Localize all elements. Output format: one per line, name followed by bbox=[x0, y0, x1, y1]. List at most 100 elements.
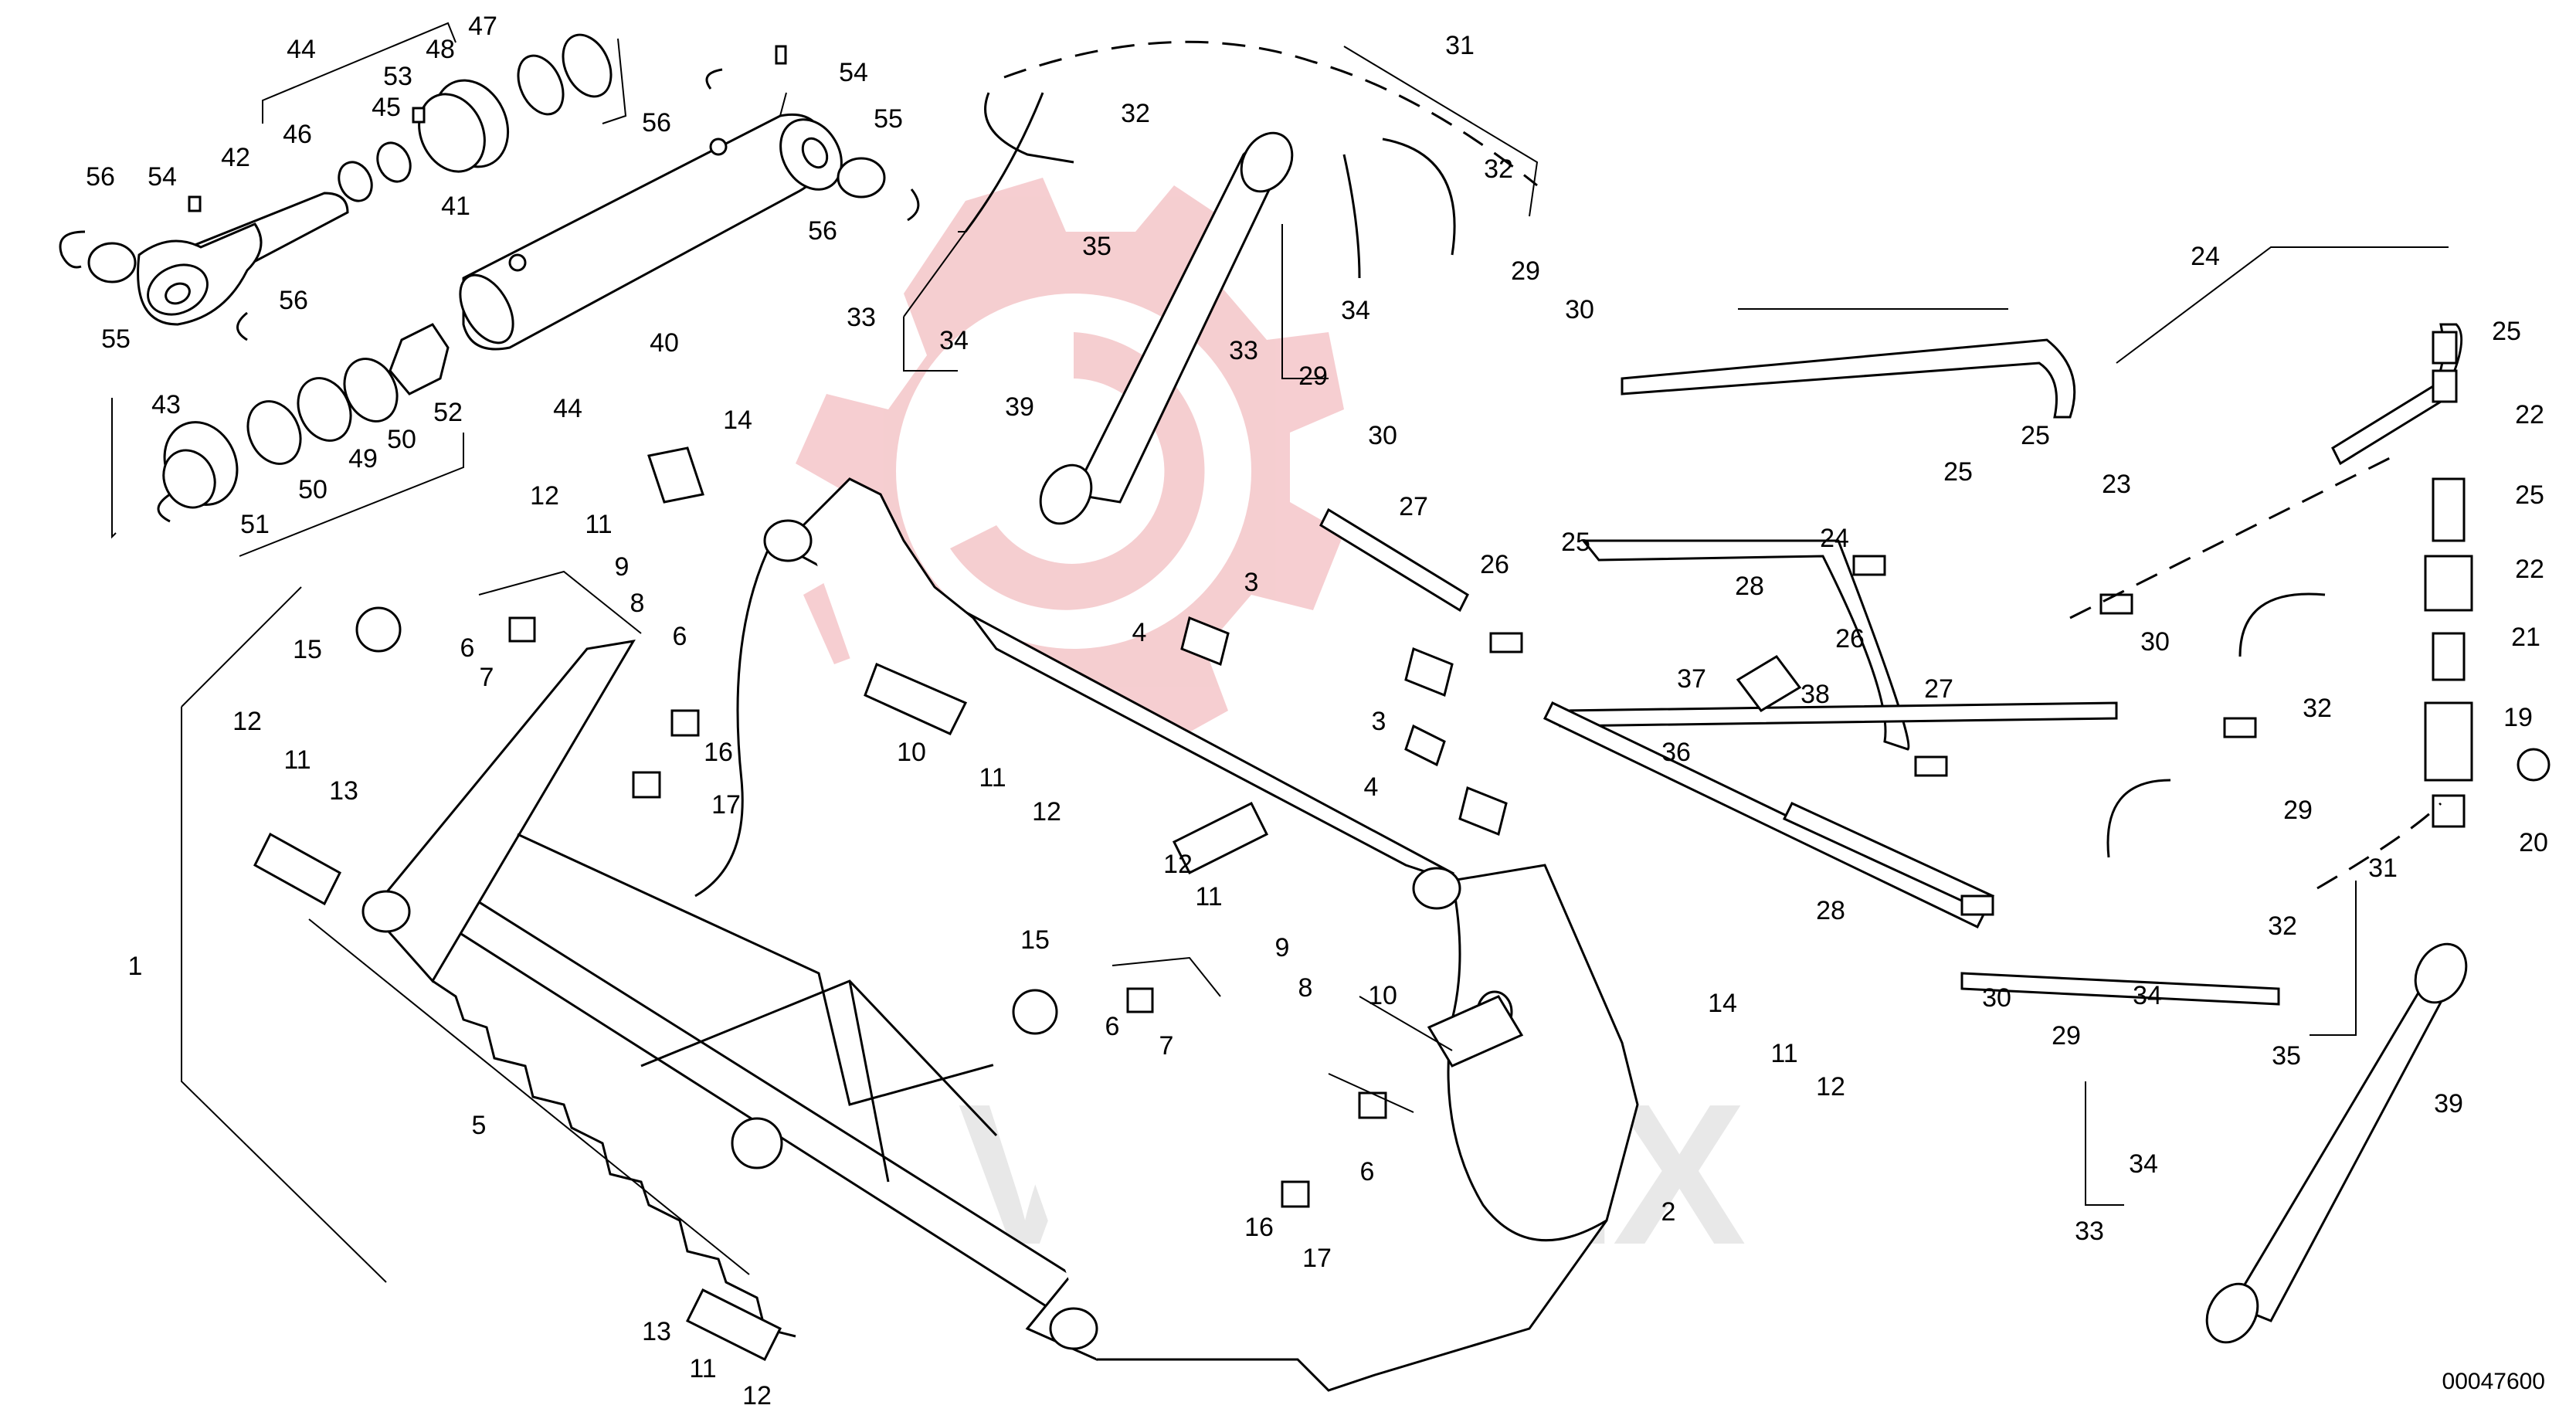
callout-35: 35 bbox=[1082, 232, 1112, 261]
callout-21: 21 bbox=[2511, 623, 2540, 652]
callout-35: 35 bbox=[2272, 1041, 2301, 1071]
hydraulic-lines bbox=[903, 40, 2551, 1344]
callout-19: 19 bbox=[2503, 703, 2533, 732]
callout-25: 25 bbox=[1943, 457, 1973, 487]
callout-16: 16 bbox=[1244, 1213, 1274, 1242]
callout-55: 55 bbox=[101, 324, 131, 354]
callout-39: 39 bbox=[1005, 392, 1034, 422]
callout-28: 28 bbox=[1816, 896, 1845, 925]
callout-50: 50 bbox=[298, 475, 328, 504]
callout-12: 12 bbox=[1816, 1072, 1845, 1101]
callout-32: 32 bbox=[1484, 154, 1513, 184]
callout-27: 27 bbox=[1924, 674, 1953, 704]
callout-3: 3 bbox=[1244, 568, 1259, 597]
callout-25: 25 bbox=[2492, 317, 2521, 346]
callout-4: 4 bbox=[1132, 618, 1147, 647]
callout-12: 12 bbox=[530, 481, 559, 511]
callout-27: 27 bbox=[1399, 492, 1428, 521]
callout-40: 40 bbox=[650, 328, 679, 358]
callout-12: 12 bbox=[742, 1381, 772, 1410]
callout-6: 6 bbox=[460, 633, 475, 663]
callout-9: 9 bbox=[615, 552, 630, 582]
callout-32: 32 bbox=[1121, 99, 1150, 128]
callout-12: 12 bbox=[232, 707, 262, 736]
callout-56: 56 bbox=[808, 216, 837, 246]
callout-28: 28 bbox=[1735, 572, 1764, 601]
callout-13: 13 bbox=[642, 1317, 671, 1346]
callout-56: 56 bbox=[642, 108, 671, 137]
callout-30: 30 bbox=[1982, 983, 2011, 1013]
callout-17: 17 bbox=[1302, 1244, 1332, 1273]
callout-30: 30 bbox=[1368, 421, 1397, 450]
callout-4: 4 bbox=[1364, 772, 1379, 802]
callout-14: 14 bbox=[723, 406, 752, 435]
callout-6: 6 bbox=[1105, 1012, 1120, 1041]
callout-29: 29 bbox=[1298, 361, 1328, 391]
callout-32: 32 bbox=[2303, 694, 2332, 723]
callout-32: 32 bbox=[2268, 911, 2297, 941]
callout-6: 6 bbox=[1360, 1157, 1375, 1186]
callout-50: 50 bbox=[387, 425, 416, 454]
callout-44: 44 bbox=[287, 35, 316, 64]
callout-24: 24 bbox=[2191, 242, 2220, 271]
callout-42: 42 bbox=[221, 143, 250, 172]
callout-12: 12 bbox=[1163, 850, 1193, 879]
callout-11: 11 bbox=[1770, 1039, 1797, 1068]
callout-44: 44 bbox=[553, 394, 582, 423]
callout-15: 15 bbox=[1020, 925, 1050, 955]
callout-39: 39 bbox=[2434, 1089, 2463, 1118]
callout-36: 36 bbox=[1661, 738, 1691, 767]
callout-5: 5 bbox=[472, 1111, 487, 1140]
callout-34: 34 bbox=[939, 326, 969, 355]
callout-11: 11 bbox=[283, 745, 311, 775]
callout-30: 30 bbox=[2140, 627, 2170, 657]
callout-33: 33 bbox=[1229, 336, 1258, 365]
drawing-number: 00047600 bbox=[2442, 1369, 2545, 1394]
callout-51: 51 bbox=[240, 510, 270, 539]
callout-37: 37 bbox=[1677, 664, 1706, 694]
callout-46: 46 bbox=[283, 120, 312, 149]
callout-33: 33 bbox=[2075, 1217, 2104, 1246]
callout-41: 41 bbox=[441, 192, 470, 221]
callout-34: 34 bbox=[2129, 1149, 2158, 1179]
callout-22: 22 bbox=[2515, 555, 2544, 584]
callout-7: 7 bbox=[1159, 1031, 1174, 1061]
callout-10: 10 bbox=[897, 738, 926, 767]
callout-33: 33 bbox=[847, 303, 876, 332]
callout-52: 52 bbox=[433, 398, 463, 427]
callout-30: 30 bbox=[1565, 295, 1594, 324]
callout-12: 12 bbox=[1032, 797, 1061, 826]
callout-29: 29 bbox=[2052, 1021, 2081, 1051]
callout-56: 56 bbox=[86, 162, 115, 192]
callout-29: 29 bbox=[2283, 796, 2313, 825]
callout-20: 20 bbox=[2519, 828, 2548, 857]
callout-34: 34 bbox=[1341, 296, 1370, 325]
callout-1: 1 bbox=[128, 952, 143, 981]
callout-56: 56 bbox=[279, 286, 308, 315]
callout-26: 26 bbox=[1835, 624, 1865, 653]
callout-11: 11 bbox=[1195, 882, 1222, 911]
callout-24: 24 bbox=[1820, 524, 1849, 553]
callout-16: 16 bbox=[704, 738, 733, 767]
callout-55: 55 bbox=[874, 104, 903, 134]
callout-10: 10 bbox=[1368, 981, 1397, 1010]
callout-25: 25 bbox=[2515, 480, 2544, 510]
callout-6: 6 bbox=[673, 622, 687, 651]
callout-8: 8 bbox=[1298, 973, 1313, 1003]
callout-25: 25 bbox=[1561, 528, 1590, 557]
callout-11: 11 bbox=[979, 763, 1006, 793]
loader-bucket-frame bbox=[181, 446, 1639, 1392]
callout-11: 11 bbox=[585, 510, 612, 539]
callout-7: 7 bbox=[480, 663, 494, 692]
callout-11: 11 bbox=[689, 1354, 716, 1383]
callout-14: 14 bbox=[1708, 989, 1737, 1018]
callout-45: 45 bbox=[372, 93, 401, 122]
callout-54: 54 bbox=[148, 162, 177, 192]
callout-31: 31 bbox=[1445, 31, 1475, 60]
callout-22: 22 bbox=[2515, 400, 2544, 429]
callout-29: 29 bbox=[1511, 256, 1540, 286]
hydraulic-cylinder-assembly bbox=[59, 22, 920, 557]
callout-34: 34 bbox=[2133, 981, 2162, 1010]
